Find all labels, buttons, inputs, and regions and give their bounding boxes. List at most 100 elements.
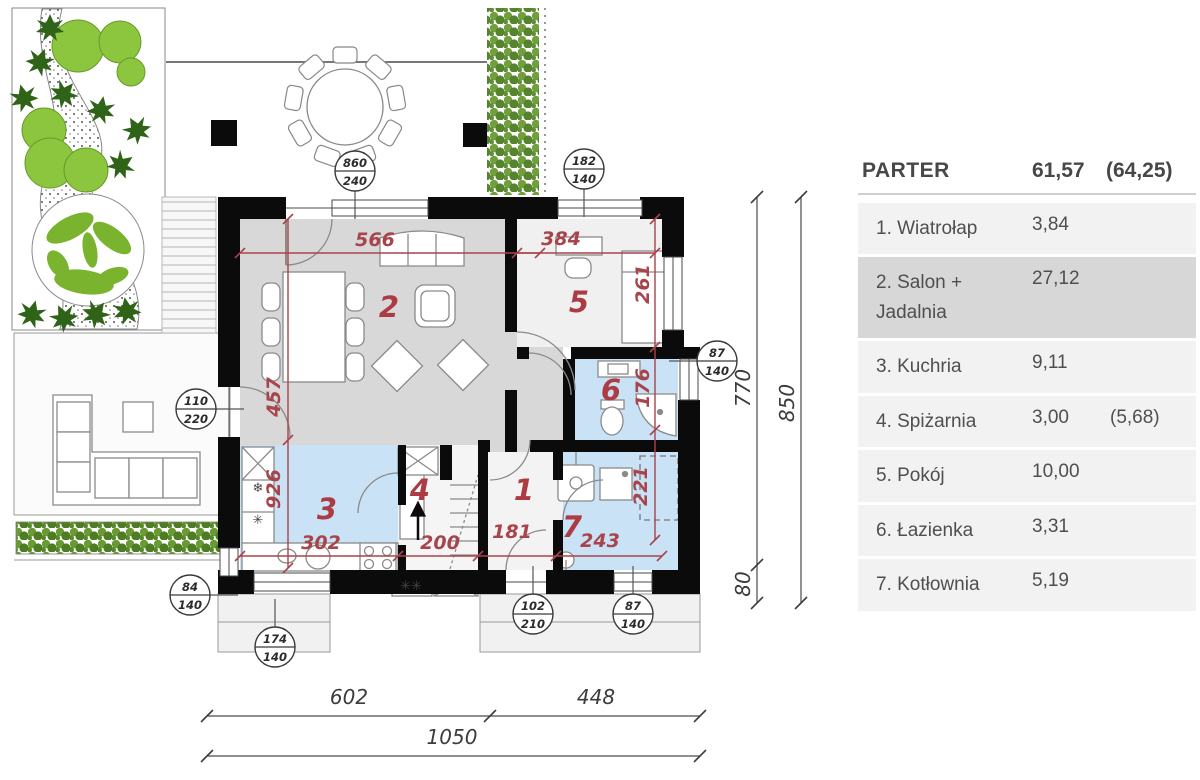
- red-tick: [649, 247, 661, 259]
- legend-row: 7. Kotłownia 5,19: [858, 559, 1196, 611]
- black-dimension: 770: [731, 369, 755, 407]
- marker-width: 84: [182, 580, 198, 594]
- legend-row-label: 3. Kuchria: [876, 356, 962, 378]
- legend-row-label: 7. Kotłownia: [876, 574, 980, 596]
- red-dimension: 457: [263, 376, 285, 417]
- red-tick: [234, 247, 246, 259]
- marker-height: 140: [178, 598, 202, 612]
- red-tick: [472, 550, 484, 562]
- red-dimension: 566: [355, 229, 395, 251]
- legend-row-label: 5. Pokój: [876, 465, 945, 487]
- red-tick: [649, 424, 661, 436]
- red-tick: [649, 213, 661, 225]
- terrace-chairs: [283, 46, 407, 167]
- marker-width: 87: [625, 599, 641, 613]
- sofa: [379, 230, 465, 267]
- walls: [218, 197, 700, 594]
- appliance-symbol-icon: ✳✳: [400, 579, 422, 594]
- appliance-symbol-icon: ✳: [253, 513, 264, 528]
- furniture: [241, 230, 679, 597]
- deck-strip: [161, 196, 217, 334]
- tree-icon: [21, 19, 146, 193]
- legend-row-label: 1. Wiatrołap: [876, 218, 978, 239]
- marker-width: 102: [521, 599, 545, 613]
- legend-row: 6. Łazienka 3,31: [858, 504, 1196, 557]
- terrace-chair: [386, 84, 407, 112]
- marker-height: 140: [572, 172, 596, 186]
- red-dimension: 243: [580, 530, 620, 552]
- black-tick: [200, 749, 214, 763]
- black-tick: [750, 190, 764, 204]
- legend-row-area-alt: (5,68): [1110, 406, 1160, 428]
- armchair: [370, 338, 490, 393]
- pergola-post: [211, 120, 237, 146]
- terrace-chair: [298, 54, 325, 80]
- red-dimension: 384: [541, 228, 581, 250]
- red-dimension: 302: [301, 532, 341, 554]
- marker-height: 140: [705, 364, 729, 378]
- red-tick: [649, 534, 661, 546]
- black-tick: [200, 709, 214, 723]
- black-tick: [483, 709, 497, 723]
- marker-width: 182: [572, 154, 596, 168]
- legend-row-label: 4. Spiżarnia: [876, 410, 977, 432]
- hedge: [15, 521, 229, 555]
- black-tick: [750, 596, 764, 610]
- legend-row-label: 6. Łazienka: [876, 519, 974, 541]
- coffee-table-inner: [420, 290, 450, 322]
- legend-total-area: 61,57: [1032, 159, 1085, 182]
- room-wiatrolap-floor: [478, 452, 563, 570]
- red-dimension: 200: [420, 532, 460, 554]
- terrace-chair: [283, 84, 304, 112]
- room-number: 1: [514, 473, 534, 507]
- room-number: 3: [317, 492, 337, 526]
- terrace-chair: [365, 54, 392, 80]
- legend-row-area: 3,31: [1032, 515, 1069, 537]
- red-tick: [282, 434, 294, 446]
- stairs-arrow: [409, 500, 427, 540]
- dining-table: [282, 271, 346, 383]
- red-tick: [649, 341, 661, 353]
- red-tick: [534, 247, 546, 259]
- door-arcs: [239, 218, 604, 571]
- red-tick: [234, 550, 246, 562]
- legend-row-area: 10,00: [1032, 461, 1080, 483]
- terrace-chair: [287, 119, 313, 147]
- marker-height: 140: [621, 617, 645, 631]
- black-tick: [794, 190, 808, 204]
- room-number: 5: [569, 285, 589, 319]
- legend-row-area: 5,19: [1032, 570, 1069, 592]
- legend-row: 5. Pokój 10,00: [858, 450, 1196, 502]
- toilet-icon: [600, 399, 625, 436]
- black-tick: [794, 596, 808, 610]
- red-dim-ticks: [234, 213, 668, 574]
- kitchen-sink: [305, 544, 331, 570]
- red-tick: [656, 550, 668, 562]
- red-tick: [511, 247, 523, 259]
- legend-title: PARTER: [862, 159, 950, 182]
- black-dimension: 80: [731, 571, 755, 596]
- room-number: 2: [379, 290, 399, 324]
- shrub-strip: [487, 8, 539, 195]
- red-tick: [282, 213, 294, 225]
- kitchen-symbols: ❄✳✳✳: [253, 481, 422, 594]
- outdoor-sofa: [52, 394, 201, 506]
- marker-height: 240: [343, 174, 367, 188]
- marker-height: 210: [521, 617, 545, 631]
- stairs: [449, 474, 479, 570]
- marker-width: 110: [184, 394, 208, 408]
- legend-row-area: 3,00: [1032, 406, 1069, 428]
